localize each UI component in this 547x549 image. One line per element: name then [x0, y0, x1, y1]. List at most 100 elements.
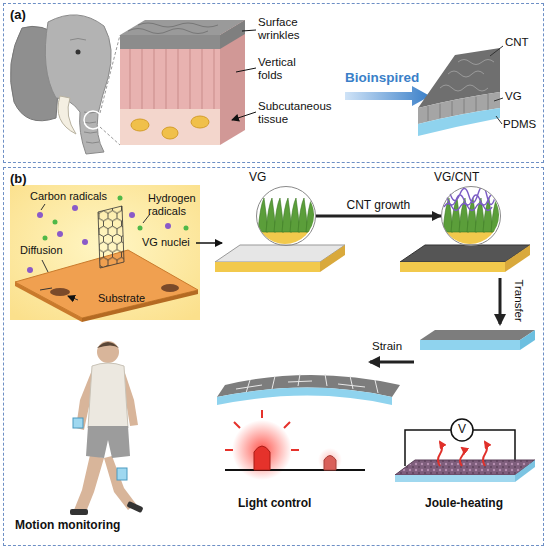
- illustration-part: [100, 35, 120, 145]
- illustration-part: [215, 262, 320, 272]
- node-label: (a): [10, 8, 26, 23]
- illustration-part: [225, 410, 299, 450]
- illustration-part: [138, 226, 143, 231]
- text-label: Joule-heating: [425, 497, 503, 511]
- illustration-part: [254, 446, 270, 470]
- text-label: PDMS: [503, 118, 536, 131]
- illustration-part: [129, 212, 135, 218]
- illustration-part: [72, 205, 78, 211]
- text-label: Strain: [372, 340, 402, 353]
- text-label: Diffusion: [20, 244, 63, 257]
- text-label: V: [458, 423, 466, 437]
- illustration-part: [120, 109, 220, 145]
- illustration-part: [131, 119, 149, 131]
- illustration-part: [520, 330, 535, 350]
- illustration-part: [45, 15, 111, 154]
- illustration-part: [418, 108, 500, 136]
- illustration-part: [165, 223, 171, 229]
- process-arrow: [316, 215, 441, 218]
- illustration-part: [318, 448, 342, 472]
- illustration-part: [97, 341, 119, 363]
- illustration-part: [104, 456, 136, 510]
- text-label: VG nuclei: [142, 236, 190, 249]
- text-label: VG: [505, 90, 522, 103]
- illustration-part: [395, 475, 515, 482]
- strain-arrow: [370, 361, 414, 364]
- illustration-part: [70, 509, 88, 515]
- illustration-part: [76, 50, 81, 55]
- illustration-part: [27, 267, 33, 273]
- node-label: VG/CNT: [434, 171, 479, 185]
- led-circuit: [225, 410, 365, 480]
- illustration-part: [97, 342, 119, 348]
- skin-block: [120, 20, 256, 145]
- text-label: Bioinspired: [345, 70, 419, 86]
- material-stack: [418, 46, 503, 136]
- illustration-part: [162, 127, 178, 139]
- text-label: Surface wrinkles: [258, 16, 318, 42]
- illustration-part: [232, 30, 256, 120]
- illustration-part: [184, 226, 189, 231]
- illustration-part: [118, 196, 123, 201]
- illustration-part: [126, 501, 143, 513]
- illustration-part: [440, 185, 500, 245]
- illustration-part: [440, 230, 500, 246]
- elephant-figure: [10, 15, 120, 154]
- illustration-part: [255, 185, 316, 246]
- illustration-part: [15, 282, 82, 322]
- illustration-part: [505, 245, 530, 272]
- joule-heating-circuit: [395, 419, 535, 482]
- illustration-part: [420, 330, 535, 340]
- illustration-part: [130, 49, 214, 109]
- text-label: Subcutaneous tissue: [258, 100, 343, 126]
- text-label: Hydrogen radicals: [148, 192, 203, 217]
- illustration-part: [84, 111, 102, 129]
- illustration-part: [460, 448, 464, 466]
- cvd-growth: [10, 185, 222, 322]
- illustration-part: [324, 456, 336, 471]
- text-label: CNT: [505, 36, 529, 49]
- magnifier-circle: VG: [256, 186, 316, 246]
- illustration-part: [255, 185, 315, 245]
- illustration-part: [191, 116, 209, 128]
- text-label: Light control: [238, 497, 311, 511]
- illustration-part: [225, 469, 365, 471]
- illustration-part: [82, 239, 88, 245]
- edge-label: CNT growth: [345, 198, 413, 212]
- illustration-part: [440, 185, 501, 246]
- illustration-part: [88, 363, 128, 428]
- illustration-part: [420, 340, 520, 350]
- walking-person: [70, 341, 144, 515]
- illustration-part: [220, 20, 245, 145]
- illustration-part: [50, 288, 70, 296]
- transferred-sample: [420, 330, 535, 350]
- illustration-part: [490, 46, 503, 124]
- text-label: Motion monitoring: [15, 519, 120, 533]
- illustration-part: [515, 460, 535, 482]
- illustration-part: [451, 419, 473, 441]
- illustration-part: [40, 288, 78, 300]
- bioinspired-arrow: [345, 86, 430, 106]
- illustration-part: [395, 460, 535, 475]
- text-label: Transfer: [512, 279, 525, 321]
- illustration-part: [58, 96, 76, 134]
- illustration-part: [306, 198, 316, 232]
- magnifier-circle: VG/CNT: [441, 186, 501, 246]
- vg-cnt-sample: [400, 185, 530, 272]
- illustration-part: [98, 206, 124, 268]
- illustration-part: [37, 212, 43, 218]
- illustration-part: [161, 284, 179, 292]
- illustration-part: [41, 204, 150, 272]
- illustration-part: [438, 442, 442, 466]
- illustration-part: [217, 388, 392, 406]
- panel-frame: (b)VGVG/CNT: [3, 167, 544, 546]
- text-label: Carbon radicals: [30, 190, 107, 203]
- illustration-part: [74, 455, 104, 512]
- text-label: Vertical folds: [258, 56, 318, 82]
- vg-sample: [215, 185, 345, 272]
- illustration-part: [400, 262, 505, 272]
- illustration-part: [483, 442, 487, 466]
